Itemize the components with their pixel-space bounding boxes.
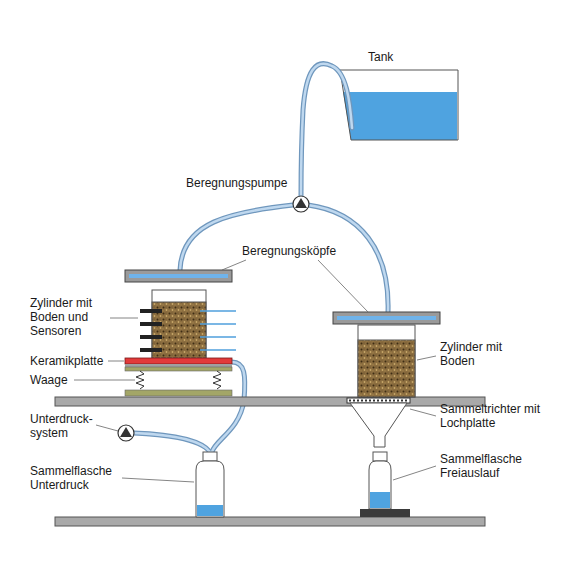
pump-label: Beregnungspumpe <box>186 176 287 190</box>
funnel <box>347 398 410 447</box>
bottle-vacuum-label: Sammelflasche Unterdruck <box>30 464 130 492</box>
bottle-free-label: Sammelflasche Freiauslauf <box>440 452 540 480</box>
cylinder-sensors-label: Zylinder mit Boden und Sensoren <box>30 296 108 338</box>
vacuum-pump <box>118 425 134 441</box>
vacuum-label: Unterdruck- system <box>30 412 105 440</box>
bench <box>55 397 485 406</box>
heads-label: Beregnungsköpfe <box>242 244 336 258</box>
plate-label: Keramikplatte <box>30 354 103 368</box>
cylinder-sensors <box>140 290 236 358</box>
scale-label: Waage <box>30 373 68 387</box>
bottle-free <box>360 452 410 517</box>
pump-symbol <box>293 196 309 212</box>
floor-bench <box>55 517 485 526</box>
funnel-label: Sammeltrichter mit Lochplatte <box>440 402 540 430</box>
scale <box>125 358 232 396</box>
bottle-vacuum <box>196 452 224 517</box>
tank <box>340 70 458 140</box>
tank-label: Tank <box>368 50 393 64</box>
cylinder <box>358 325 415 397</box>
leader-lines <box>74 260 436 482</box>
cylinder-label: Zylinder mit Boden <box>440 340 520 368</box>
